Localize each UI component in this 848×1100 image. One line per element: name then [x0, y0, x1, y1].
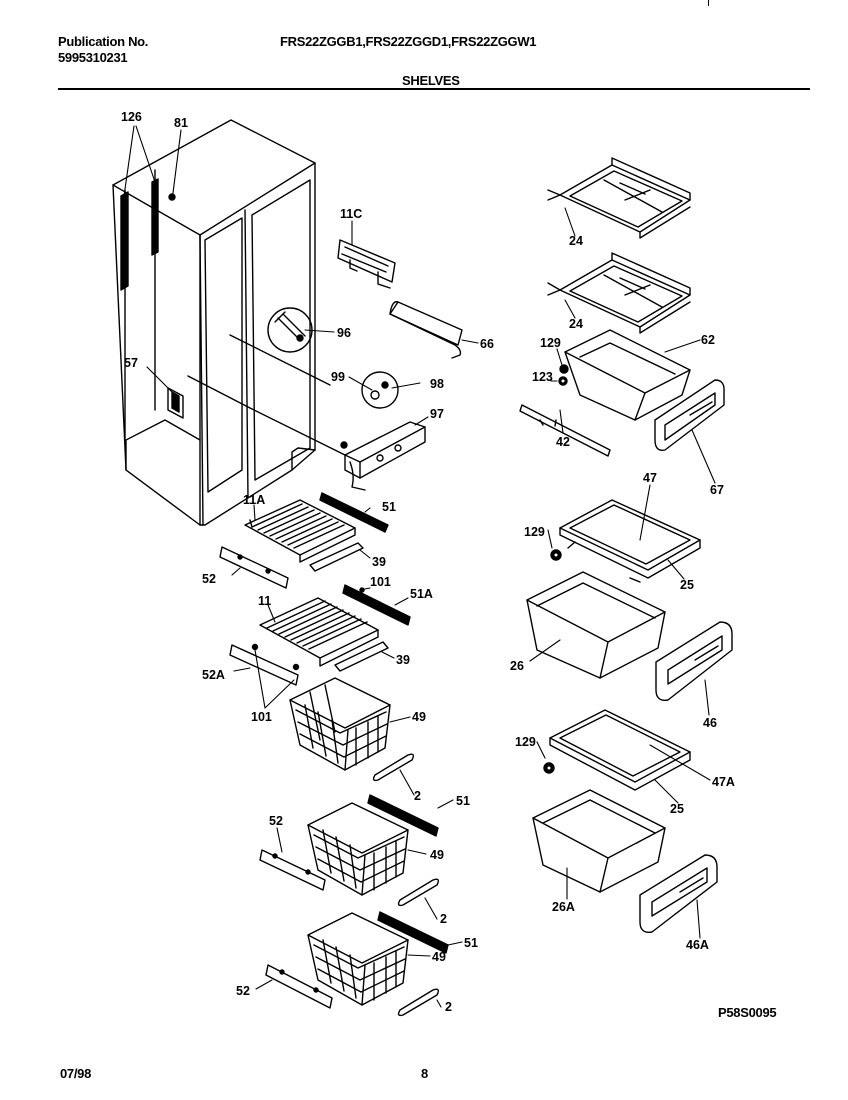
callout-129: 129 — [524, 525, 545, 539]
callout-11c: 11C — [340, 207, 362, 221]
model-numbers: FRS22ZGGB1,FRS22ZGGD1,FRS22ZGGW1 — [280, 34, 537, 49]
part-52a-slide — [229, 643, 300, 686]
refrigerator-cabinet — [112, 119, 346, 526]
callout-leader-lines — [123, 125, 716, 1008]
callout-126: 126 — [121, 110, 142, 124]
callout-62: 62 — [701, 333, 715, 347]
callout-52: 52 — [202, 572, 216, 586]
callout-101: 101 — [370, 575, 391, 589]
callout-51: 51 — [456, 794, 470, 808]
footer-page-number: 8 — [421, 1066, 428, 1081]
part-2-handle-b — [397, 878, 440, 907]
part-47a-crisper-cover — [549, 709, 691, 791]
part-51-rail-a — [319, 492, 389, 533]
part-66-channel — [389, 301, 463, 359]
part-46a-crisper-front — [639, 854, 718, 933]
callout-39: 39 — [396, 653, 410, 667]
part-47-crisper-cover — [559, 499, 701, 583]
part-39-trim-a — [309, 542, 364, 572]
part-51-rail-c — [377, 911, 449, 954]
part-24-glass-shelf-b — [547, 252, 691, 334]
callout-2: 2 — [445, 1000, 452, 1014]
callout-99: 99 — [331, 370, 345, 384]
callout-51a: 51A — [410, 587, 433, 601]
callout-96: 96 — [337, 326, 351, 340]
part-52-slide-a — [219, 546, 289, 589]
callout-25: 25 — [670, 802, 684, 816]
callout-2: 2 — [414, 789, 421, 803]
part-11c-bracket — [337, 239, 396, 289]
callout-24: 24 — [569, 317, 583, 331]
part-67-cover — [654, 379, 725, 451]
callout-46a: 46A — [686, 938, 709, 952]
callout-42: 42 — [556, 435, 570, 449]
callout-67: 67 — [710, 483, 724, 497]
part-46-crisper-front — [655, 621, 733, 701]
callout-labels: 126 81 11C 96 66 57 99 98 97 11A 51 39 5… — [121, 110, 735, 1014]
callout-26: 26 — [510, 659, 524, 673]
callout-81: 81 — [174, 116, 188, 130]
callout-98: 98 — [430, 377, 444, 391]
part-2-handle-c — [397, 988, 440, 1017]
footer-date: 07/98 — [60, 1066, 92, 1081]
callout-129: 129 — [515, 735, 536, 749]
part-49-basket-b — [307, 802, 409, 896]
callout-47: 47 — [643, 471, 657, 485]
part-49-basket-a — [289, 677, 391, 771]
callout-2: 2 — [440, 912, 447, 926]
part-26-crisper-pan — [526, 571, 666, 679]
part-11a-wire-shelf — [244, 499, 356, 563]
callout-49: 49 — [432, 950, 446, 964]
header-rule — [58, 88, 810, 90]
figure-code: P58S0095 — [718, 1005, 777, 1020]
callout-47a: 47A — [712, 775, 735, 789]
callout-25: 25 — [680, 578, 694, 592]
callout-11: 11 — [258, 594, 271, 608]
callout-24: 24 — [569, 234, 583, 248]
part-97-hinge-bracket — [340, 421, 426, 491]
part-26a-crisper-pan — [532, 789, 666, 893]
callout-49: 49 — [430, 848, 444, 862]
callout-52: 52 — [236, 984, 250, 998]
callout-57: 57 — [124, 356, 138, 370]
part-2-handle-a — [372, 753, 415, 782]
callout-101: 101 — [251, 710, 272, 724]
part-129-spacer-c — [543, 762, 555, 774]
part-129-spacer-b — [550, 549, 562, 561]
callout-52a: 52A — [202, 668, 225, 682]
callout-66: 66 — [480, 337, 494, 351]
part-52-slide-c — [265, 964, 333, 1009]
top-edge-tick — [708, 0, 709, 6]
callout-129: 129 — [540, 336, 561, 350]
callout-52: 52 — [269, 814, 283, 828]
part-51a-rail — [342, 584, 411, 626]
callout-26a: 26A — [552, 900, 575, 914]
callout-51: 51 — [382, 500, 396, 514]
part-123-screw — [558, 376, 568, 386]
publication-number: 5995310231 — [58, 50, 128, 65]
part-129-spacer-a — [559, 364, 569, 374]
callout-46: 46 — [703, 716, 717, 730]
part-51-rail-b — [367, 794, 439, 837]
callout-51: 51 — [464, 936, 478, 950]
part-39-trim-b — [334, 641, 389, 672]
callout-49: 49 — [412, 710, 426, 724]
part-98-cam-zoom — [361, 371, 399, 409]
callout-39: 39 — [372, 555, 386, 569]
callout-123: 123 — [532, 370, 553, 384]
part-62-pan — [564, 329, 691, 421]
part-24-glass-shelf-a — [547, 157, 691, 239]
part-42-rail — [519, 404, 611, 457]
publication-label: Publication No. — [58, 34, 149, 49]
callout-11a: 11A — [243, 493, 265, 507]
callout-97: 97 — [430, 407, 444, 421]
part-52-slide-b — [259, 849, 326, 891]
section-title: SHELVES — [402, 73, 460, 88]
part-49-basket-c — [307, 912, 409, 1006]
part-11-wire-shelf — [259, 597, 379, 667]
